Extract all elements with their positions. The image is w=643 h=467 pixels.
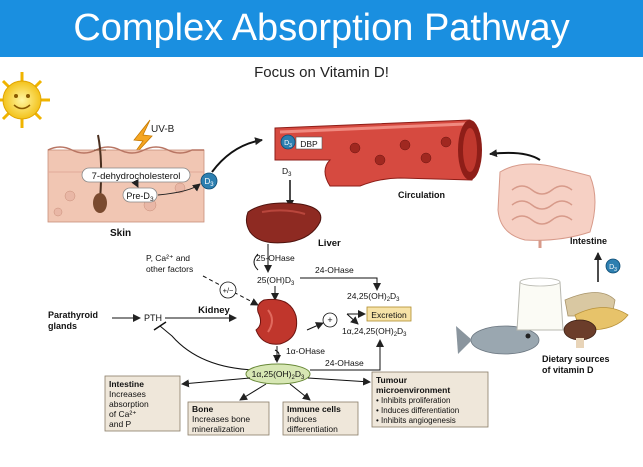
intestine-d3-badge: D3 bbox=[605, 258, 621, 274]
sun-icon bbox=[0, 72, 50, 128]
skin-label: Skin bbox=[110, 228, 131, 239]
immune-box-title: Immune cells bbox=[287, 404, 341, 414]
uvb-label: UV-B bbox=[151, 124, 175, 135]
dehydrocholesterol-node: 7-dehydrocholesterol bbox=[81, 167, 191, 183]
oh-d3-25-subscript: 3 bbox=[291, 281, 295, 287]
immune-box-line2: differentiation bbox=[287, 424, 338, 434]
svg-text:25(OH)D3: 25(OH)D3 bbox=[257, 275, 295, 287]
skin-d3-badge: D3 bbox=[200, 172, 218, 190]
svg-text:D3: D3 bbox=[284, 140, 292, 149]
svg-text:Pre-D3: Pre-D3 bbox=[126, 191, 154, 203]
intestine-box-line1: Increases bbox=[109, 389, 146, 399]
ohase-24b-label: 24-OHase bbox=[325, 358, 364, 368]
bone-box-line2: mineralization bbox=[192, 424, 245, 434]
kidney-illustration bbox=[255, 298, 298, 345]
ohase-25-label: 25-OHase bbox=[256, 253, 295, 263]
ohase-24a-label: 24-OHase bbox=[315, 265, 354, 275]
page-title: Complex Absorption Pathway bbox=[73, 7, 570, 49]
tumour-box-title2: microenvironment bbox=[376, 385, 450, 395]
circulation-d3-subscript: 3 bbox=[288, 172, 292, 178]
intestine-box-line2: absorption bbox=[109, 399, 149, 409]
calcitriol-node: 1α,25(OH)2D3 bbox=[245, 363, 311, 385]
tumour-box-line1: • Inhibits proliferation bbox=[376, 396, 450, 405]
dietary-sources-illustration bbox=[456, 277, 629, 355]
intestine-box-line4: and P bbox=[109, 419, 132, 429]
tumour-box-line3: • Inhibits angiogenesis bbox=[376, 416, 456, 425]
plus-minus-label: +/− bbox=[223, 286, 234, 295]
calcitriol-label: 1α,25(OH) bbox=[252, 369, 292, 379]
plus-minus-node: +/− bbox=[219, 281, 237, 299]
diagram-subtitle: Focus on Vitamin D! bbox=[254, 64, 389, 81]
pth-label: PTH bbox=[144, 313, 162, 323]
intestine-box-line3: of Ca²⁺ bbox=[109, 409, 137, 419]
dbp-label: DBP bbox=[300, 139, 318, 149]
tumour-box-line2: • Induces differentiation bbox=[376, 406, 459, 415]
pre-d3-node: Pre-D3 bbox=[122, 187, 158, 203]
bone-box-line1: Increases bone bbox=[192, 414, 250, 424]
tumour-box-title: Tumour bbox=[376, 375, 408, 385]
blood-vessel-illustration bbox=[274, 119, 482, 187]
intestine-box-title: Intestine bbox=[109, 379, 144, 389]
parathyroid-label-line2: glands bbox=[48, 321, 77, 331]
kidney-label: Kidney bbox=[198, 305, 230, 316]
dietary-label-line1: Dietary sources bbox=[542, 354, 610, 364]
liver-label: Liver bbox=[318, 238, 341, 249]
circulation-d3-label: D bbox=[282, 166, 288, 176]
excretion-node: Excretion bbox=[366, 306, 412, 322]
immune-effect-box: Immune cells Induces differentiation bbox=[282, 401, 359, 436]
plus-label: + bbox=[327, 315, 332, 325]
svg-text:D3: D3 bbox=[609, 264, 617, 273]
dehydrocholesterol-label: 7-dehydrocholesterol bbox=[92, 171, 181, 182]
svg-text:D3: D3 bbox=[282, 166, 292, 178]
pi-ca-label-line1: P, Ca²⁺ and bbox=[146, 253, 190, 263]
plus-regulator-node: + bbox=[322, 312, 338, 328]
bone-effect-box: Bone Increases bone mineralization bbox=[187, 401, 270, 436]
svg-text:1α,24,25(OH)2D3: 1α,24,25(OH)2D3 bbox=[342, 326, 407, 338]
svg-text:1α,25(OH)2D3: 1α,25(OH)2D3 bbox=[252, 369, 305, 381]
pre-d3-label: Pre-D bbox=[126, 191, 150, 201]
liver-illustration bbox=[245, 202, 322, 244]
oh-24-25-label: 24,25(OH) bbox=[347, 291, 387, 301]
tumour-effect-box: Tumour microenvironment • Inhibits proli… bbox=[371, 371, 489, 428]
excretion-label: Excretion bbox=[371, 310, 407, 320]
svg-text:D3: D3 bbox=[204, 177, 214, 188]
immune-box-line1: Induces bbox=[287, 414, 317, 424]
intestine-illustration bbox=[497, 163, 596, 248]
parathyroid-label-line1: Parathyroid bbox=[48, 310, 98, 320]
pre-d3-subscript: 3 bbox=[150, 196, 154, 203]
dietary-label-line2: of vitamin D bbox=[542, 365, 594, 375]
intestine-top-label: Intestine bbox=[570, 236, 607, 246]
oh-d3-25-label: 25(OH)D bbox=[257, 275, 291, 285]
title-bar bbox=[0, 0, 643, 57]
pi-ca-label-line2: other factors bbox=[146, 264, 193, 274]
oh-1-24-25-label: 1α,24,25(OH) bbox=[342, 326, 394, 336]
circulation-label: Circulation bbox=[398, 190, 445, 200]
bone-box-title: Bone bbox=[192, 404, 214, 414]
dbp-node: D3 DBP bbox=[280, 134, 323, 150]
svg-text:24,25(OH)2D3: 24,25(OH)2D3 bbox=[347, 291, 400, 303]
intestine-effect-box: Intestine Increases absorption of Ca²⁺ a… bbox=[104, 375, 181, 432]
ohase-1a-label: 1α-OHase bbox=[286, 346, 325, 356]
